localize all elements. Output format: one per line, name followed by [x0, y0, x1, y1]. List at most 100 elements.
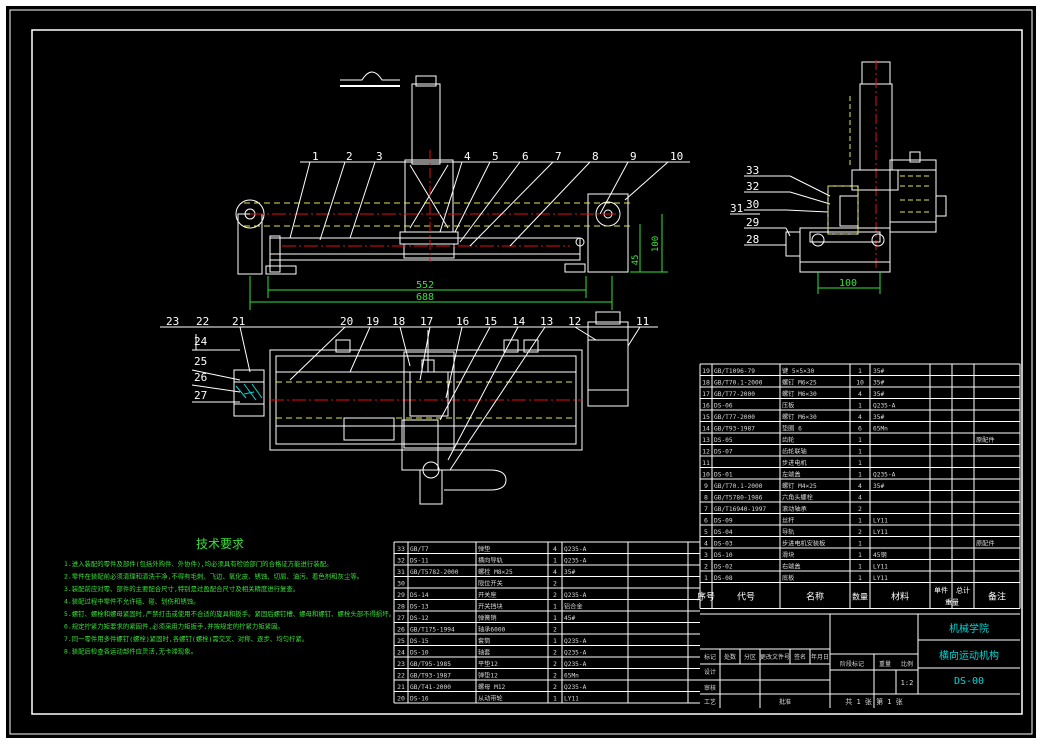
dim-inner: 552 [416, 280, 434, 291]
bom-r-code: GB/T93-1987 [714, 426, 755, 433]
bom-l-no: 33 [397, 545, 405, 553]
inner-frame [31, 29, 1023, 715]
bom-l-qty: 2 [553, 649, 557, 657]
bom-r-name: 螺钉 M4×25 [782, 482, 817, 490]
bom-r-note: 原配件 [976, 540, 995, 548]
bom-r-no: 13 [702, 436, 710, 444]
bom-r-mat: Q235-A [873, 472, 896, 479]
callout-18: 18 [392, 315, 405, 328]
callout-21: 21 [232, 315, 245, 328]
callout-5: 5 [492, 150, 499, 163]
bom-r-name: 齿轮联轴 [782, 448, 807, 456]
bom-l-qty: 4 [553, 568, 557, 576]
bom-r-no: 10 [702, 471, 710, 479]
callout-20: 20 [340, 315, 353, 328]
bom-r-code: GB/T77-2000 [714, 414, 755, 421]
bom-l-code: DS-12 [410, 615, 429, 622]
tb-label-count: 处数 [724, 653, 736, 661]
callout-25: 25 [194, 355, 207, 368]
bom-r-name: 步进电机 [782, 459, 808, 467]
bom-r-qty: 1 [858, 563, 862, 571]
bom-l-code: GB/T5782-2000 [410, 569, 459, 576]
callout-9: 9 [630, 150, 637, 163]
tb-label-sign: 签名 [794, 653, 806, 661]
bom-r-no: 19 [702, 367, 710, 375]
bom-l-code: DS-10 [410, 650, 429, 657]
callout-7: 7 [555, 150, 562, 163]
bom-r-code: DS-10 [714, 552, 733, 559]
bom-r-name: 螺钉 M6×30 [782, 390, 817, 398]
tb-label-design: 设计 [704, 668, 716, 676]
bom-r-mat: LY11 [873, 518, 888, 525]
bom-h-total: 总计 [956, 586, 970, 595]
bom-l-mat: Q235-A [564, 650, 587, 657]
bom-r-mat: Q235-A [873, 403, 896, 410]
bom-r-name: 螺钉 M6×25 [782, 379, 817, 387]
callout-29: 29 [746, 216, 759, 229]
callout-33: 33 [746, 164, 759, 177]
title-block-grid [700, 613, 1020, 708]
callout-10: 10 [670, 150, 683, 163]
bom-r-qty: 1 [858, 459, 862, 467]
callout-32: 32 [746, 180, 759, 193]
side-view [730, 60, 947, 273]
bom-l-qty: 2 [553, 591, 557, 599]
callout-6: 6 [522, 150, 529, 163]
bom-l-no: 25 [397, 637, 405, 645]
bom-r-qty: 4 [858, 482, 862, 490]
bom-r-name: 滚动轴承 [782, 505, 807, 513]
callout-24: 24 [194, 335, 208, 348]
bom-r-qty: 6 [858, 425, 862, 433]
bom-r-name: 底板 [782, 574, 794, 582]
bom-r-no: 12 [702, 448, 710, 456]
tb-label-date: 年月日 [811, 653, 829, 661]
bom-r-no: 11 [702, 459, 710, 467]
bom-left-grid [393, 541, 700, 704]
bom-r-mat: 35# [873, 391, 884, 398]
bom-r-no: 15 [702, 413, 710, 421]
front-dimensions [249, 214, 668, 310]
bom-r-mat: 35# [873, 414, 884, 421]
bom-l-mat: 铝合金 [564, 603, 583, 611]
tech-title: 技术要求 [196, 537, 244, 551]
bom-l-name: 横向导轨 [478, 557, 503, 565]
bom-l-qty: 1 [553, 695, 557, 703]
bom-l-qty: 1 [553, 557, 557, 565]
tb-label-stage: 阶段标记 [840, 660, 864, 668]
bom-l-name: 螺母 M12 [478, 683, 506, 691]
bom-h-note: 备注 [988, 591, 1006, 603]
bom-l-no: 30 [397, 580, 405, 588]
bom-l-no: 27 [397, 614, 405, 622]
bom-r-code: DS-02 [714, 564, 733, 571]
bom-l-name: 套筒 [478, 637, 490, 645]
bom-l-qty: 2 [553, 660, 557, 668]
bom-r-qty: 2 [858, 528, 862, 536]
bom-l-mat: 35# [564, 569, 575, 576]
bom-l-mat: 65Mn [564, 673, 579, 680]
title-block-text: 机械学院横向运动机构DS-001:2共 1 张 第 1 张标记处数分区更改文件号… [704, 622, 999, 706]
callout-4: 4 [464, 150, 471, 163]
bom-l-qty: 2 [553, 683, 557, 691]
bom-h-qty: 数量 [852, 592, 868, 602]
bom-r-qty: 1 [858, 436, 862, 444]
tb-label-zone: 分区 [744, 653, 756, 661]
bom-r-name: 步进电机安装板 [782, 540, 825, 548]
bom-l-name: 弹垫 [478, 545, 491, 553]
bom-r-no: 14 [702, 425, 710, 433]
tech-line-2: 2.零件在装配前必须清理和清洗干净,不得有毛刺、飞边、氧化皮、锈蚀、切屑、油污、… [64, 572, 363, 581]
bom-l-no: 21 [397, 683, 405, 691]
tb-label-approve: 批准 [779, 698, 791, 706]
bom-l-no: 26 [397, 626, 405, 634]
bom-r-code: DS-06 [714, 403, 733, 410]
bom-l-mat: Q235-A [564, 592, 587, 599]
profile-mark [340, 71, 400, 81]
bom-r-note: 原配件 [976, 436, 995, 444]
bom-l-code: GB/T41-2000 [410, 684, 451, 691]
bom-r-no: 6 [704, 517, 708, 525]
bom-r-qty: 1 [858, 540, 862, 548]
bom-r-mat: LY11 [873, 564, 888, 571]
bom-l-name: 限位开关 [478, 580, 503, 588]
bom-r-qty: 1 [858, 551, 862, 559]
